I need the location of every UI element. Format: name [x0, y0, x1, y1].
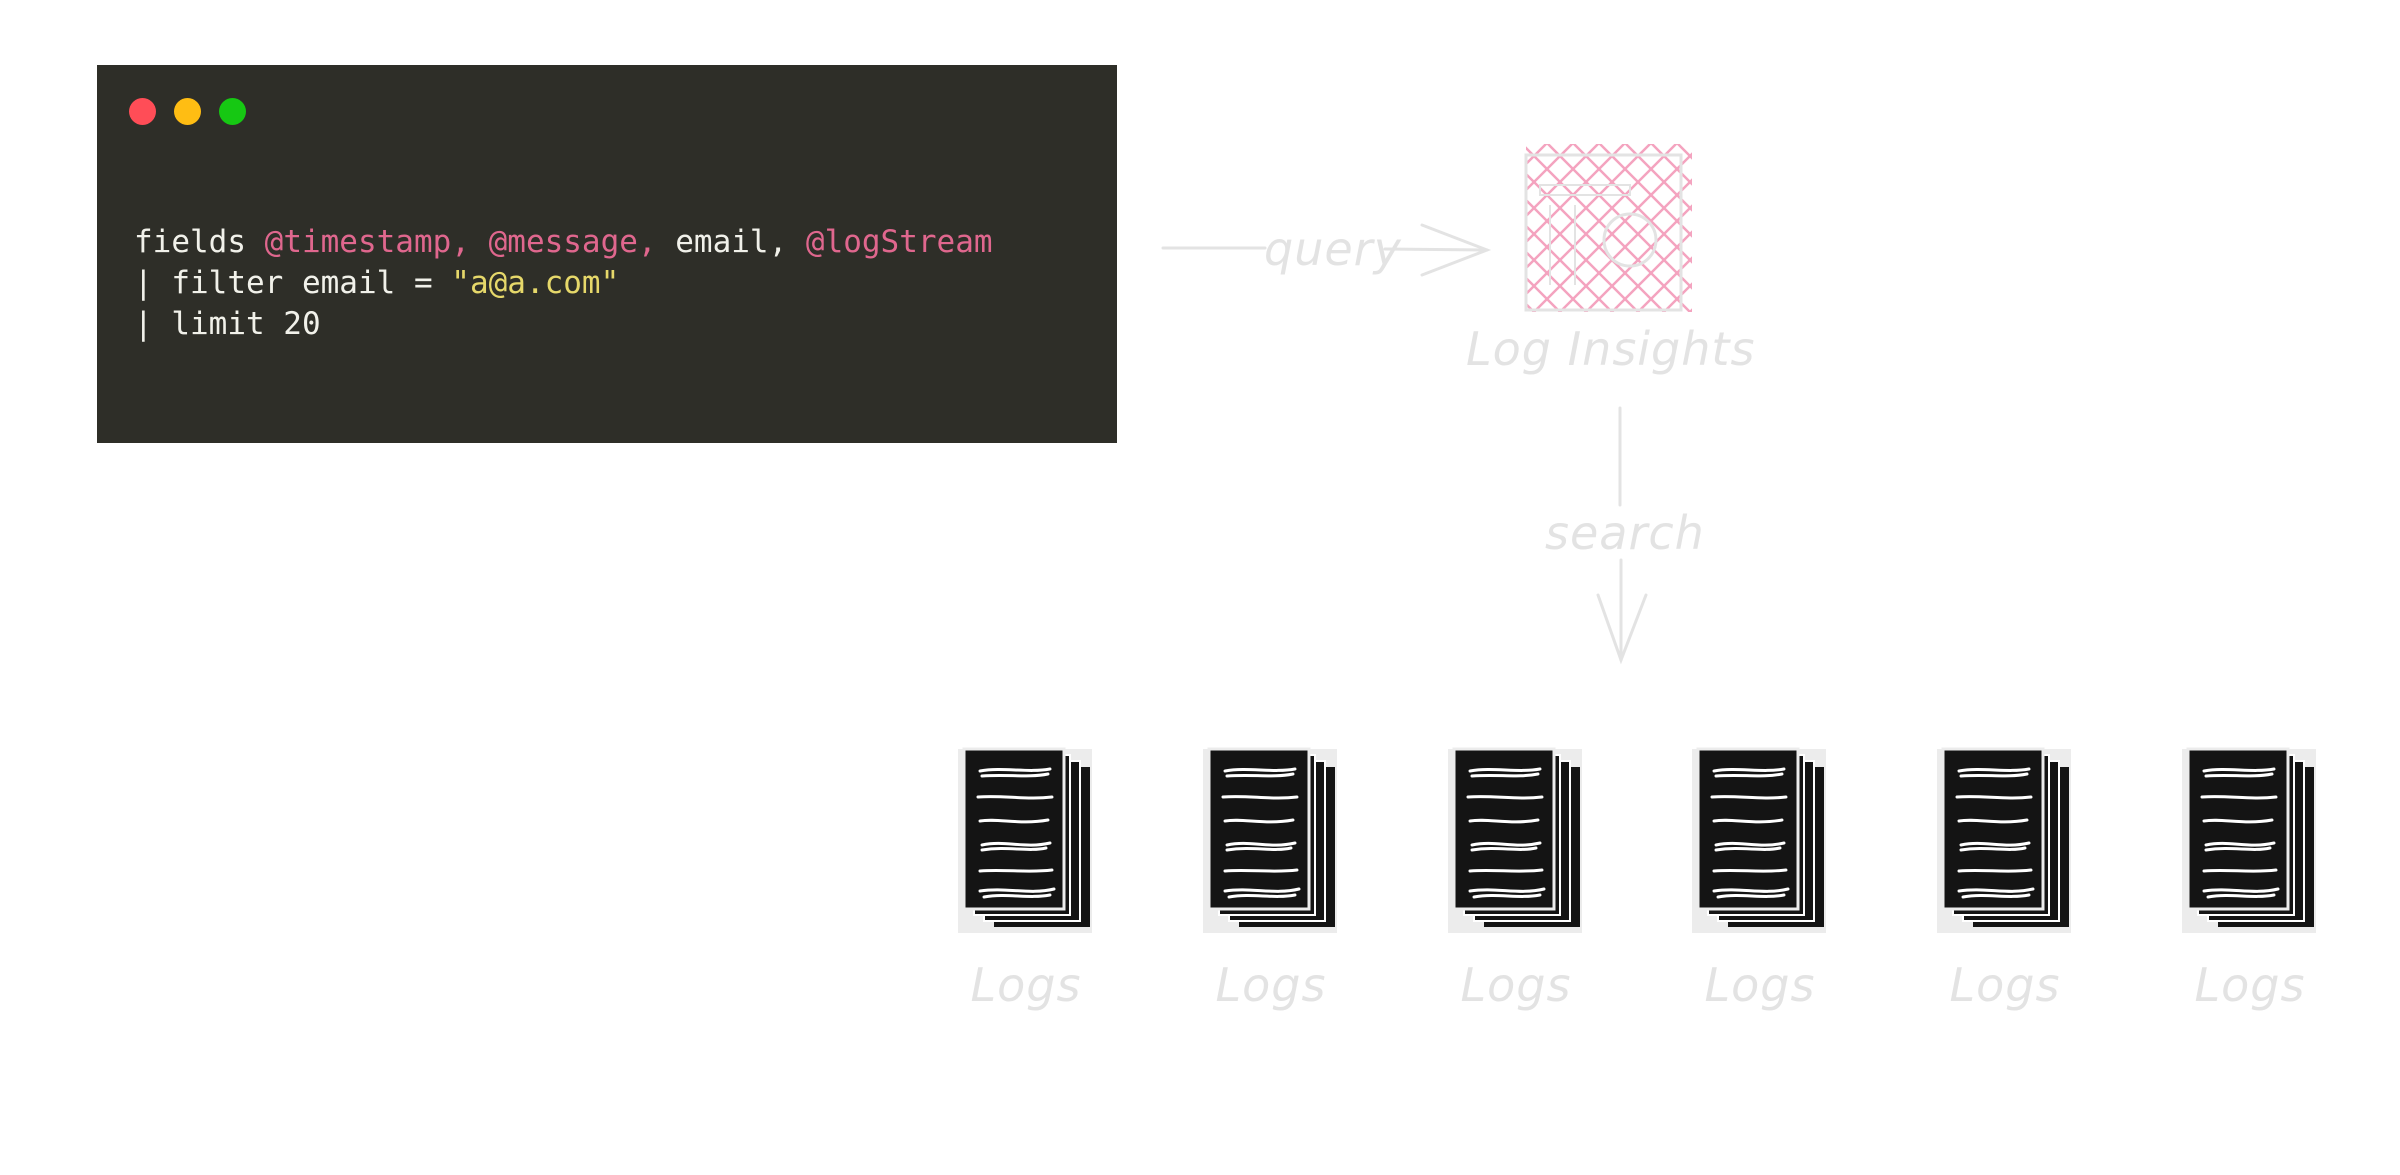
code-window [97, 65, 1117, 443]
log-insights-icon [1524, 144, 1692, 312]
window-close-button[interactable] [129, 98, 156, 125]
code-line-2: | filter email = "a@a.com" [134, 265, 619, 301]
logs-stack-icon [1692, 747, 1826, 933]
query-arrow [1161, 223, 1492, 277]
logs-stack-icon [1203, 747, 1337, 933]
code-token: fields [134, 224, 265, 260]
search-arrow-label: search [1545, 506, 1705, 560]
logs-stack-label: Logs [970, 958, 1082, 1012]
code-token: @timestamp, @message, [264, 224, 657, 260]
code-token: email, [656, 224, 806, 260]
window-maximize-button[interactable] [219, 98, 246, 125]
code-token: "a@a.com" [451, 265, 620, 301]
logs-stack-icon [2182, 747, 2316, 933]
logs-stack-label: Logs [1460, 958, 1572, 1012]
logs-stack-label: Logs [1949, 958, 2061, 1012]
logs-stack-icon [958, 747, 1092, 933]
logs-stack-label: Logs [1215, 958, 1327, 1012]
code-token: | filter email = [134, 265, 452, 301]
code-line-3: | limit 20 [134, 306, 321, 342]
code-token: | limit 20 [134, 306, 321, 342]
query-arrow-label: query [1264, 222, 1402, 276]
logs-stack-icon [1448, 747, 1582, 933]
query-code: fields @timestamp, @message, email, @log… [134, 222, 993, 345]
code-token: @logStream [805, 224, 993, 260]
code-line-1: fields @timestamp, @message, email, @log… [134, 224, 993, 260]
log-insights-label: Log Insights [1466, 322, 1756, 376]
logs-stack-label: Logs [2194, 958, 2306, 1012]
logs-stack-icon [1937, 747, 2071, 933]
search-arrow [1596, 406, 1648, 665]
logs-stack-label: Logs [1704, 958, 1816, 1012]
window-minimize-button[interactable] [174, 98, 201, 125]
